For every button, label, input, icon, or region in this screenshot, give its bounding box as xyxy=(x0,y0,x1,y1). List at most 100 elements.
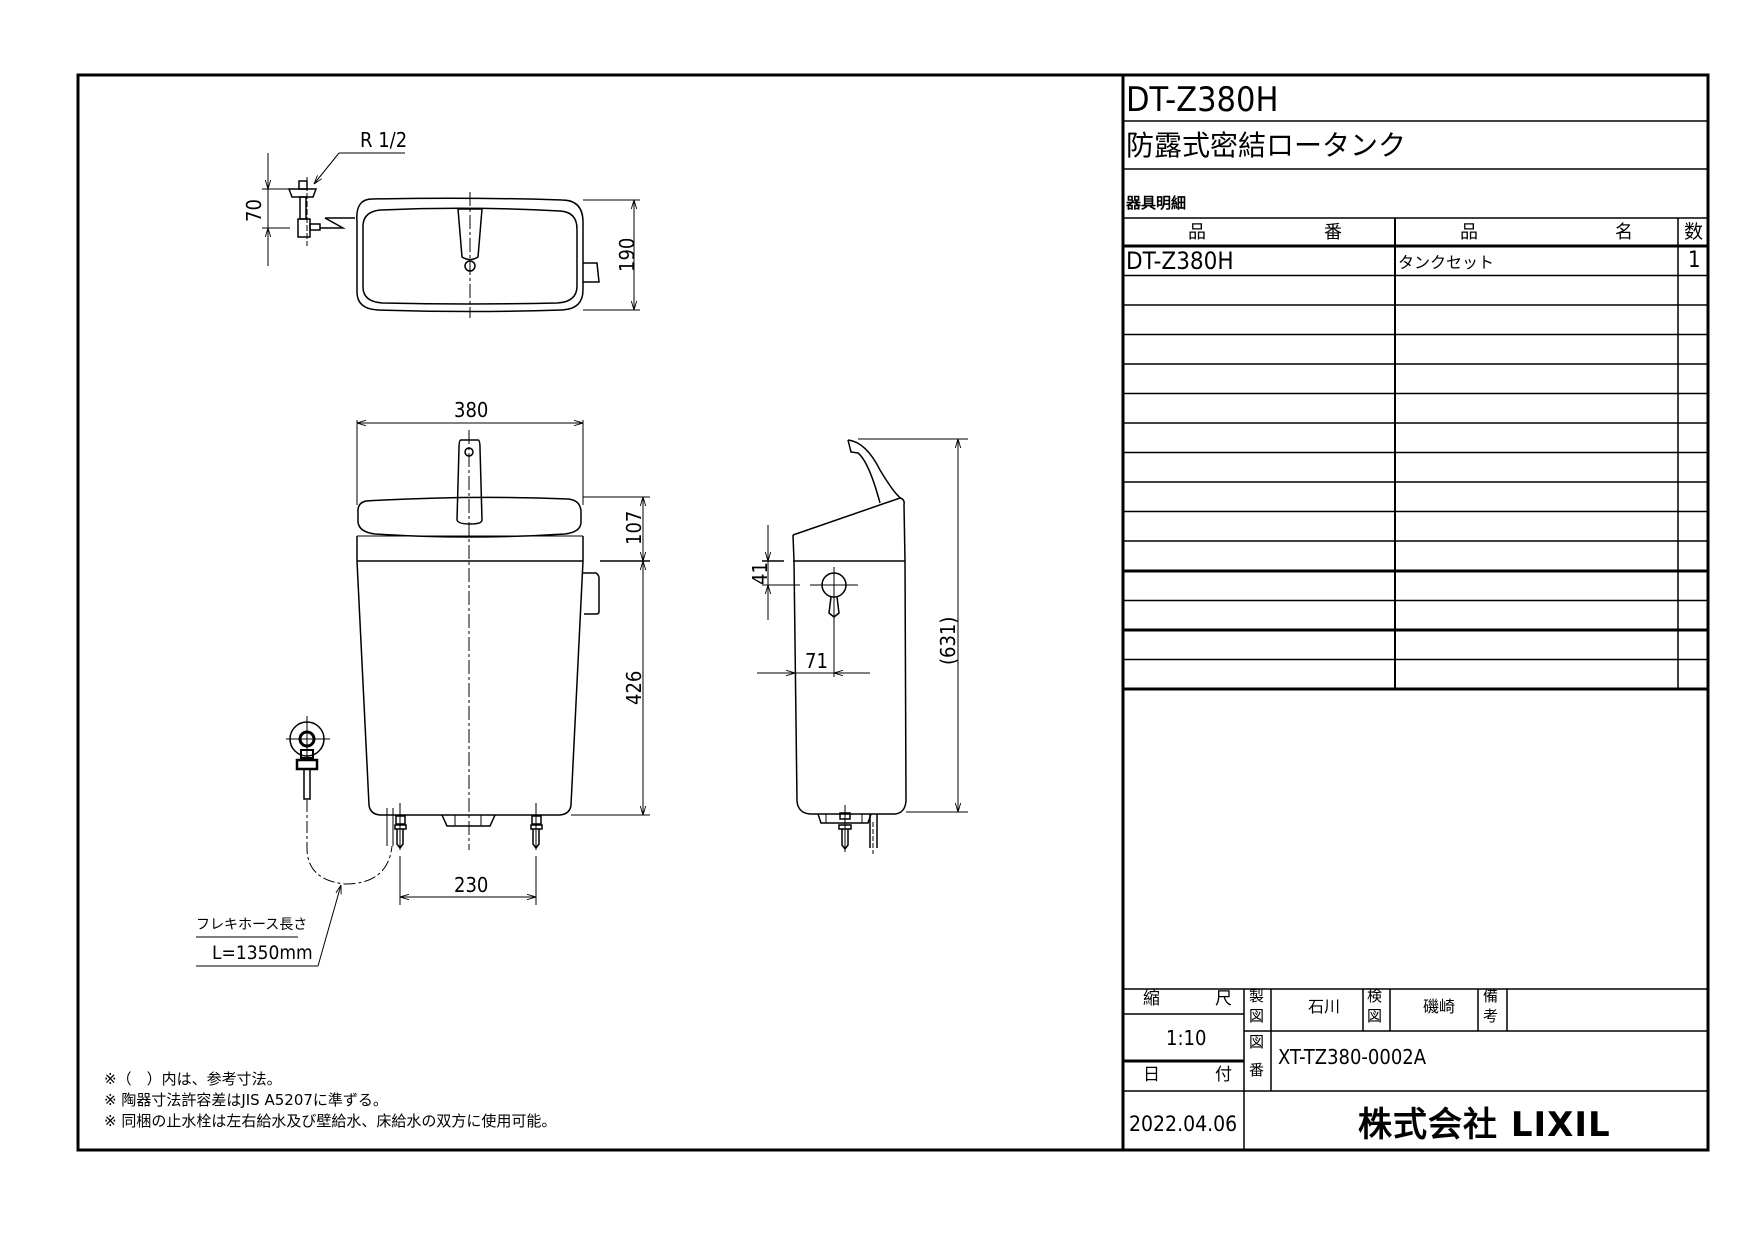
table-row xyxy=(1123,305,1708,335)
header-part-no-a: 品 xyxy=(1188,222,1206,243)
table-row: DT-Z380H タンクセット 1 xyxy=(1123,246,1708,276)
table-row xyxy=(1123,512,1708,542)
product-name: 防露式密結ロータンク xyxy=(1126,129,1407,162)
cell-part-name: タンクセット xyxy=(1398,252,1495,272)
cell-part-no xyxy=(1123,453,1395,483)
cell-qty xyxy=(1678,571,1708,601)
header-part-name-a: 品 xyxy=(1460,222,1478,243)
cell-qty xyxy=(1678,276,1708,306)
remarks-label-a: 備 xyxy=(1483,987,1499,1005)
cell-part-no xyxy=(1123,541,1395,571)
parts-list-label: 器具明細 xyxy=(1126,194,1187,212)
date-label-a: 日 xyxy=(1143,1065,1160,1085)
table-row xyxy=(1123,482,1708,512)
cell-qty xyxy=(1678,600,1708,630)
cell-qty xyxy=(1678,453,1708,483)
cell-part-no xyxy=(1123,482,1395,512)
header-qty: 数 xyxy=(1684,221,1704,243)
table-row xyxy=(1123,600,1708,630)
cell-qty xyxy=(1678,630,1708,660)
cell-part-no xyxy=(1123,364,1395,394)
dim-valve-offset-horizontal: 71 xyxy=(805,649,828,673)
table-row xyxy=(1123,335,1708,365)
cell-part-no: DT-Z380H xyxy=(1126,246,1234,275)
cell-qty xyxy=(1678,305,1708,335)
drawn-label-b: 図 xyxy=(1249,1007,1265,1025)
hose-label: フレキホース長さ xyxy=(196,917,308,933)
drawn-label-a: 製 xyxy=(1249,987,1265,1005)
cell-part-name xyxy=(1395,512,1678,542)
date-label-b: 付 xyxy=(1215,1065,1232,1085)
cell-part-name xyxy=(1395,541,1678,571)
drawn-by: 石川 xyxy=(1308,997,1341,1016)
cell-qty xyxy=(1678,364,1708,394)
note-2: ※ 陶器寸法許容差はJIS A5207に準ずる。 xyxy=(104,1091,388,1109)
company-name: 株式会社 LIXIL xyxy=(1358,1105,1611,1145)
checked-label-a: 検 xyxy=(1367,987,1383,1005)
cell-part-no xyxy=(1123,305,1395,335)
label-pipe-thread: R 1/2 xyxy=(360,128,408,152)
dim-bolt-spacing: 230 xyxy=(454,873,489,897)
model-number: DT-Z380H xyxy=(1126,80,1279,120)
cell-part-name xyxy=(1395,600,1678,630)
dim-total-height: (631) xyxy=(936,616,960,665)
remarks-label-b: 考 xyxy=(1483,1007,1499,1025)
cell-part-name xyxy=(1395,453,1678,483)
cell-part-no xyxy=(1123,512,1395,542)
cell-qty xyxy=(1678,423,1708,453)
table-row xyxy=(1123,541,1708,571)
dim-width: 380 xyxy=(454,398,489,422)
header-part-name-b: 名 xyxy=(1615,222,1633,243)
cell-part-name xyxy=(1395,276,1678,306)
header-part-no-b: 番 xyxy=(1324,222,1342,243)
drawing-number: XT-TZ380-0002A xyxy=(1278,1045,1427,1069)
checked-label-b: 図 xyxy=(1367,1007,1383,1025)
title-block: DT-Z380H 防露式密結ロータンク 器具明細 品 番 品 名 数 DT-Z3… xyxy=(1123,75,1708,1150)
table-row xyxy=(1123,659,1708,689)
date-value: 2022.04.06 xyxy=(1129,1112,1238,1136)
cell-part-no xyxy=(1123,335,1395,365)
cell-part-no xyxy=(1123,571,1395,601)
cell-qty xyxy=(1678,394,1708,424)
cell-part-no xyxy=(1123,276,1395,306)
side-view xyxy=(757,438,968,854)
cell-part-name xyxy=(1395,630,1678,660)
cell-qty xyxy=(1678,512,1708,542)
front-view xyxy=(196,420,650,967)
note-3: ※ 同梱の止水栓は左右給水及び壁給水、床給水の双方に使用可能。 xyxy=(104,1112,557,1130)
table-row xyxy=(1123,630,1708,660)
table-row xyxy=(1123,453,1708,483)
cell-part-name xyxy=(1395,571,1678,601)
cell-part-name xyxy=(1395,364,1678,394)
table-row xyxy=(1123,394,1708,424)
drawing-no-label-a: 図 xyxy=(1249,1033,1265,1051)
cell-part-name xyxy=(1395,335,1678,365)
cell-part-name xyxy=(1395,659,1678,689)
table-row xyxy=(1123,364,1708,394)
dim-depth: 190 xyxy=(615,237,639,272)
cell-part-name xyxy=(1395,394,1678,424)
scale-label-b: 尺 xyxy=(1215,989,1232,1009)
scale-value: 1:10 xyxy=(1166,1026,1207,1050)
drawing-no-label-b: 番 xyxy=(1249,1061,1265,1079)
scale-label-a: 縮 xyxy=(1143,989,1160,1009)
table-row xyxy=(1123,276,1708,306)
table-row xyxy=(1123,571,1708,601)
cell-qty: 1 xyxy=(1688,248,1701,274)
cell-part-no xyxy=(1123,600,1395,630)
hose-length: L=1350mm xyxy=(212,942,313,964)
cell-part-name xyxy=(1395,423,1678,453)
cell-qty xyxy=(1678,482,1708,512)
cell-part-no xyxy=(1123,630,1395,660)
dim-valve-height: 70 xyxy=(242,199,266,222)
cell-qty xyxy=(1678,541,1708,571)
cell-part-no xyxy=(1123,423,1395,453)
cell-qty xyxy=(1678,335,1708,365)
note-1: ※（ ）内は、参考寸法。 xyxy=(104,1070,282,1088)
dim-body-height: 426 xyxy=(622,670,646,705)
cell-part-no xyxy=(1123,394,1395,424)
cell-part-name xyxy=(1395,482,1678,512)
cell-qty xyxy=(1678,659,1708,689)
dim-valve-offset-vertical: 41 xyxy=(748,562,772,585)
